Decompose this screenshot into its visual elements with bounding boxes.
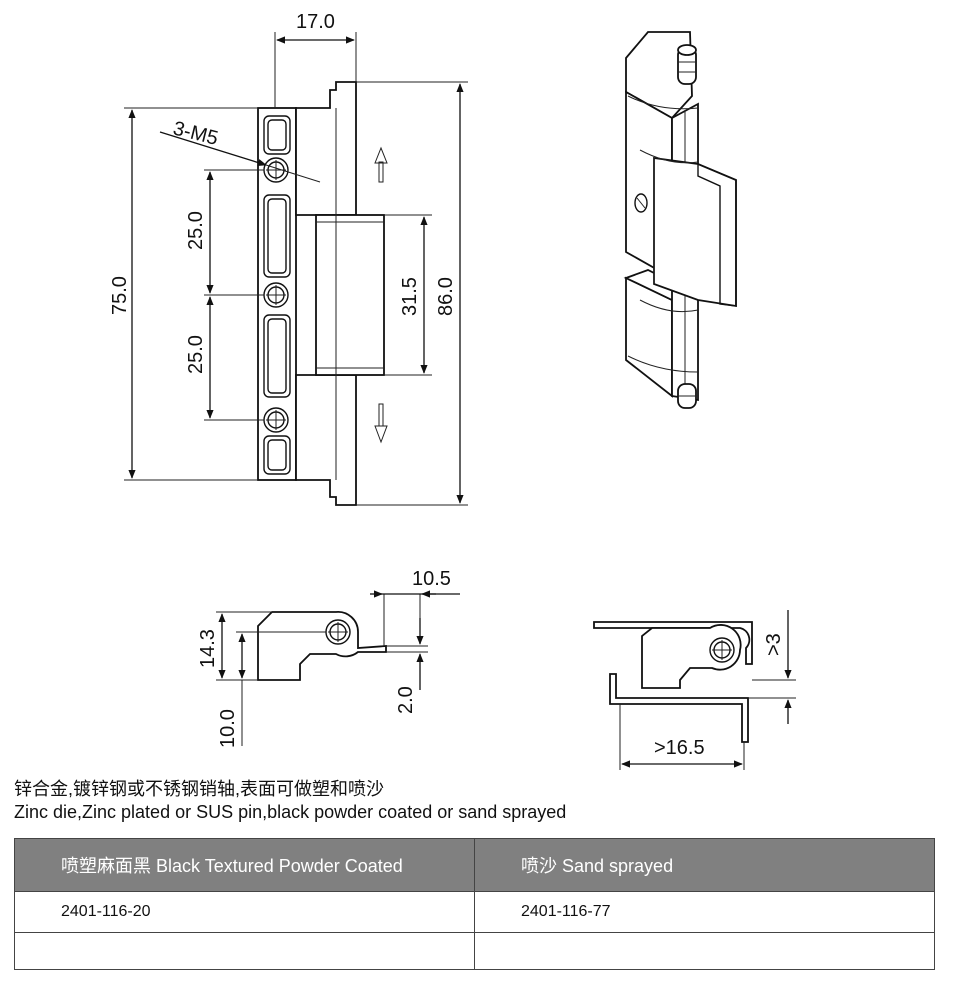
mounting-hole	[263, 157, 289, 183]
dim-top-width: 17.0	[296, 11, 335, 33]
dim-pin-2-0: 2.0	[395, 686, 417, 714]
direction-arrow-up	[374, 146, 388, 183]
hinge-technical-drawing: 17.0 3-M5 25.0 25.0 75.0 31.5 86.0	[109, 11, 796, 770]
dim-overall-75: 75.0	[109, 276, 131, 315]
finish-part-number-table: 喷塑麻面黑 Black Textured Powder Coated 喷沙 Sa…	[14, 838, 935, 970]
dim-clearance-16-5: >16.5	[654, 737, 705, 759]
header-sand-sprayed: 喷沙 Sand sprayed	[474, 838, 935, 892]
dim-height-10-0: 10.0	[217, 709, 239, 748]
dim-pitch-upper: 25.0	[185, 211, 207, 250]
dim-hole-spec: 3-M5	[171, 118, 221, 150]
isometric-view	[623, 31, 737, 409]
section-view-closed: 10.5 14.3 10.0 2.0	[197, 568, 460, 748]
direction-arrow-down	[374, 403, 388, 444]
dim-leaf-31-5: 31.5	[399, 277, 421, 316]
dim-overall-86: 86.0	[435, 277, 457, 316]
table-row	[14, 932, 935, 970]
dim-pitch-lower: 25.0	[185, 335, 207, 374]
mounting-hole	[263, 407, 289, 433]
table-cell	[474, 932, 935, 970]
dim-height-14-3: 14.3	[197, 629, 219, 668]
table-cell: 2401-116-20	[14, 891, 475, 933]
table-header-row: 喷塑麻面黑 Black Textured Powder Coated 喷沙 Sa…	[14, 838, 935, 892]
front-view: 17.0 3-M5 25.0 25.0 75.0 31.5 86.0	[109, 11, 468, 506]
table-cell	[14, 932, 475, 970]
table-row: 2401-116-20 2401-116-77	[14, 891, 935, 933]
description-chinese: 锌合金,镀锌钢或不锈钢销轴,表面可做塑和喷沙	[14, 779, 384, 799]
dim-gap-3: >3	[763, 633, 785, 656]
section-view-open: >3 >16.5	[593, 610, 796, 770]
header-black-textured: 喷塑麻面黑 Black Textured Powder Coated	[14, 838, 475, 892]
table-cell: 2401-116-77	[474, 891, 935, 933]
description-english: Zinc die,Zinc plated or SUS pin,black po…	[14, 802, 567, 822]
mounting-hole	[263, 282, 289, 308]
dim-offset-10-5: 10.5	[412, 568, 451, 590]
